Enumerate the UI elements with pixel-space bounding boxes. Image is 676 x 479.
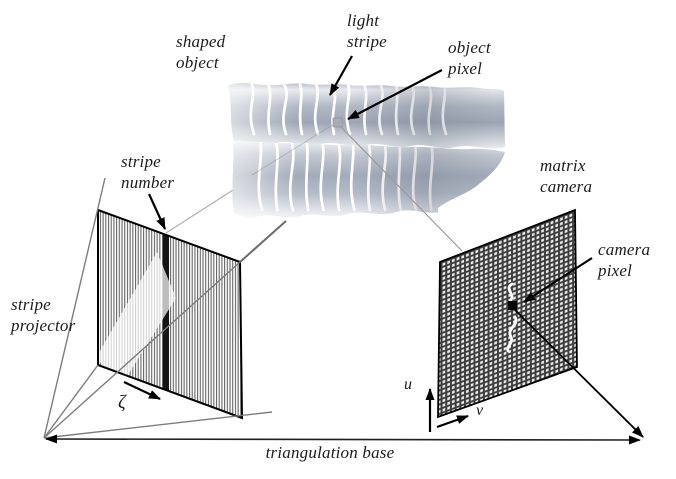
stripe-number-arrow xyxy=(147,193,167,230)
camera-sensor-grid xyxy=(438,210,577,417)
object-pixel-label: object pixel xyxy=(448,38,491,78)
ray-projector-corner-extension xyxy=(239,220,287,263)
camera-plane-border xyxy=(437,208,578,419)
camera-plane xyxy=(437,208,578,419)
projector-highlight-beam xyxy=(98,252,176,394)
light-stripe-arrow xyxy=(329,55,353,96)
zeta-axis-label: ζ xyxy=(118,392,126,413)
ray-stripe-to-object-pixel-faint xyxy=(251,123,335,176)
light-stripe-label: light stripe xyxy=(347,11,387,51)
v-axis-arrow xyxy=(436,414,469,429)
zeta-axis-arrow xyxy=(123,381,161,400)
label-arrows xyxy=(147,55,593,303)
u-axis-label: u xyxy=(404,376,413,393)
triangulation-base-label: triangulation base xyxy=(265,443,395,462)
object-pixel-arrow xyxy=(347,69,443,120)
shaped-object-label: shaped object xyxy=(176,32,226,72)
camera-pixel-label: camera pixel xyxy=(598,240,651,280)
ray-object-pixel-to-camera xyxy=(340,126,463,252)
object-pixel-marker xyxy=(332,117,343,128)
projector-plane xyxy=(97,208,244,420)
projector-plane-stripes xyxy=(98,210,242,418)
stripe-projector-label: stripe projector xyxy=(11,295,76,335)
projector-frustum-lines xyxy=(43,177,273,439)
v-axis-label: v xyxy=(476,402,484,419)
stripe-number-label: stripe number xyxy=(121,152,175,192)
projector-plane-border xyxy=(97,208,244,420)
shaped-object-band-lower xyxy=(232,141,505,218)
ray-camera-pixel-to-base xyxy=(513,308,644,438)
shaped-object-band-upper xyxy=(228,83,505,149)
triangulation-base-arrow xyxy=(45,434,641,445)
camera-pixel-marker xyxy=(508,301,517,310)
camera-pixel-arrow xyxy=(523,257,593,303)
matrix-camera-label: matrix camera xyxy=(540,156,593,196)
